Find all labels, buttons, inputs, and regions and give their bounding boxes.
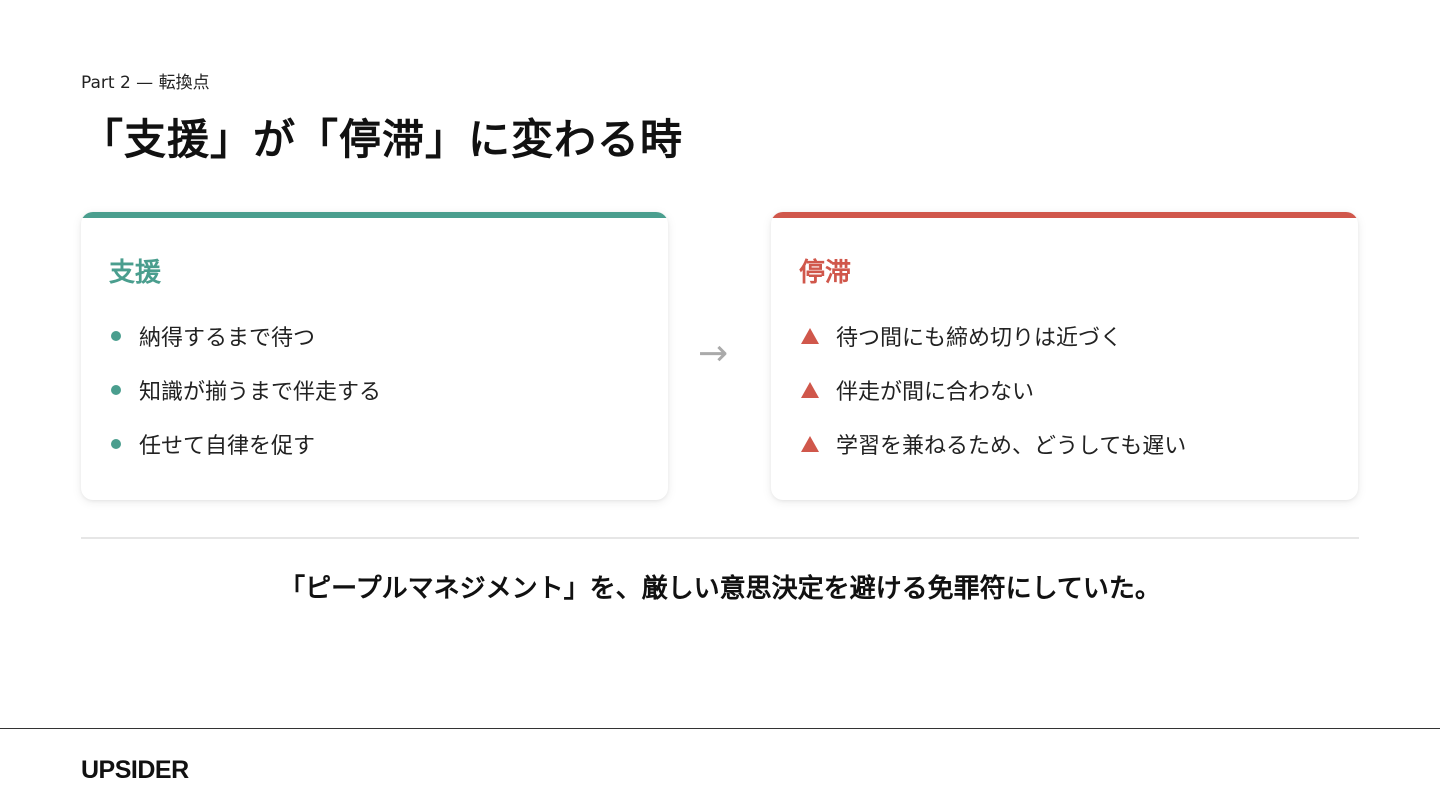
section-divider <box>81 537 1359 539</box>
slide-title: 「支援」が「停滞」に変わる時 <box>81 115 684 164</box>
stagnation-card-accent-bar <box>771 212 1358 218</box>
support-card: 支援 納得するまで待つ 知識が揃うまで伴走する 任せて自律を促す <box>81 212 668 500</box>
dot-bullet-icon <box>111 331 121 341</box>
footer-divider <box>0 728 1440 729</box>
list-item: 学習を兼ねるため、どうしても遅い <box>799 426 1186 462</box>
support-card-accent-bar <box>81 212 668 218</box>
dot-bullet-icon <box>111 439 121 449</box>
triangle-warning-icon <box>801 436 819 452</box>
list-item: 待つ間にも締め切りは近づく <box>799 318 1186 354</box>
conclusion-statement: 「ピープルマネジメント」を、厳しい意思決定を避ける免罪符にしていた。 <box>279 574 1161 604</box>
support-item-text: 任せて自律を促す <box>139 434 316 459</box>
support-card-title: 支援 <box>109 258 162 288</box>
list-item: 納得するまで待つ <box>109 318 381 354</box>
right-arrow-icon: → <box>698 333 729 374</box>
stagnation-card-title: 停滞 <box>799 258 852 288</box>
stagnation-item-text: 学習を兼ねるため、どうしても遅い <box>836 434 1187 459</box>
support-list: 納得するまで待つ 知識が揃うまで伴走する 任せて自律を促す <box>109 318 381 480</box>
section-eyebrow: Part 2 — 転換点 <box>81 73 210 93</box>
stagnation-item-text: 待つ間にも締め切りは近づく <box>836 326 1123 351</box>
support-item-text: 納得するまで待つ <box>139 326 316 351</box>
stagnation-card: 停滞 待つ間にも締め切りは近づく 伴走が間に合わない 学習を兼ねるため、どうして… <box>771 212 1358 500</box>
list-item: 任せて自律を促す <box>109 426 381 462</box>
list-item: 知識が揃うまで伴走する <box>109 372 381 408</box>
stagnation-list: 待つ間にも締め切りは近づく 伴走が間に合わない 学習を兼ねるため、どうしても遅い <box>799 318 1186 480</box>
brand-logo: UPSIDER <box>81 756 189 784</box>
triangle-warning-icon <box>801 382 819 398</box>
triangle-warning-icon <box>801 328 819 344</box>
dot-bullet-icon <box>111 385 121 395</box>
list-item: 伴走が間に合わない <box>799 372 1186 408</box>
stagnation-item-text: 伴走が間に合わない <box>836 380 1035 405</box>
support-item-text: 知識が揃うまで伴走する <box>139 380 382 405</box>
